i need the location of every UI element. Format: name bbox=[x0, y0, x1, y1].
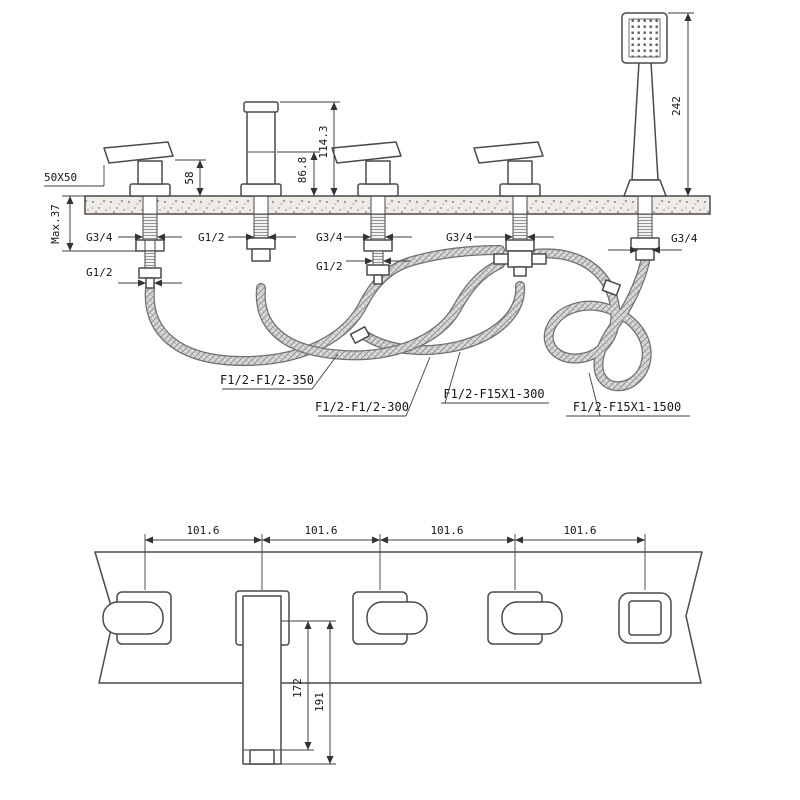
deck-hole-1 bbox=[142, 195, 158, 215]
hose-label-350: F1/2-F1/2-350 bbox=[220, 373, 314, 387]
thread-diverter: G3/4 bbox=[446, 231, 473, 244]
spout-body bbox=[246, 109, 276, 185]
thread-handle2-top: G3/4 bbox=[316, 231, 343, 244]
thread-handle2-bottom: G1/2 bbox=[316, 260, 343, 273]
plan-spout-reach bbox=[242, 595, 282, 765]
mounting-nut-5 bbox=[630, 237, 660, 250]
dim-label-max-37: Max.37 bbox=[49, 204, 62, 244]
spacing-label-4: 101.6 bbox=[563, 524, 596, 537]
plan-lever-1 bbox=[102, 601, 164, 635]
lever-2 bbox=[331, 141, 402, 164]
mounting-nut-4 bbox=[505, 239, 535, 252]
lever-1 bbox=[103, 141, 174, 164]
hose-connector bbox=[601, 279, 621, 297]
shower-holder bbox=[623, 179, 667, 197]
plan-diverter bbox=[487, 591, 563, 645]
thread-shower-holder: G3/4 bbox=[671, 232, 698, 245]
plan-handle-2 bbox=[352, 591, 428, 645]
diverter-handle bbox=[473, 141, 547, 277]
hose-end-fitting bbox=[349, 326, 371, 344]
side-view-dimensions: 50X50 58 86.8 114.3 242 Max.37 bbox=[44, 12, 694, 252]
spacing-label-2: 101.6 bbox=[304, 524, 337, 537]
threaded-shank-1 bbox=[142, 213, 158, 241]
plan-handle-1 bbox=[102, 591, 172, 645]
flex-hoses bbox=[150, 250, 647, 386]
plan-lever-3 bbox=[501, 601, 563, 635]
dim-label-lever: 50X50 bbox=[44, 171, 77, 184]
hose-label-f15x1-300: F1/2-F15X1-300 bbox=[443, 387, 544, 401]
deck-cross-section bbox=[84, 195, 711, 215]
threaded-shank-5 bbox=[637, 213, 653, 239]
mounting-nut-2 bbox=[246, 237, 276, 250]
dim-label-172: 172 bbox=[291, 678, 304, 698]
plan-spacing-dimensions: 101.6 101.6 101.6 101.6 bbox=[144, 524, 646, 590]
thread-spout: G1/2 bbox=[198, 231, 225, 244]
plan-shower-holder bbox=[618, 592, 672, 644]
mounting-nut-1 bbox=[135, 239, 165, 252]
mounting-nut-3 bbox=[363, 239, 393, 252]
plan-spout-dimensions: 172 191 bbox=[281, 620, 336, 765]
threaded-shank-4 bbox=[512, 213, 528, 241]
deck-hole-3 bbox=[370, 195, 386, 215]
spacing-label-1: 101.6 bbox=[186, 524, 219, 537]
plan-spout bbox=[235, 590, 290, 765]
deck-hole-4 bbox=[512, 195, 528, 215]
spacing-label-3: 101.6 bbox=[430, 524, 463, 537]
handle-1 bbox=[103, 141, 174, 289]
hose-f15x1-300 bbox=[366, 286, 520, 350]
diverter-tee bbox=[507, 250, 533, 268]
lever-3 bbox=[473, 141, 544, 164]
hose-callouts: F1/2-F1/2-350 F1/2-F1/2-300 F1/2-F15X1-3… bbox=[220, 351, 690, 417]
hose-label-1500: F1/2-F15X1-1500 bbox=[573, 400, 681, 414]
thread-handle1-top: G3/4 bbox=[86, 231, 113, 244]
hand-shower-handle bbox=[631, 61, 659, 181]
dim-label-86-8: 86.8 bbox=[296, 157, 309, 184]
hose-label-300: F1/2-F1/2-300 bbox=[315, 400, 409, 414]
thread-handle1-bottom: G1/2 bbox=[86, 266, 113, 279]
plan-lever-2 bbox=[366, 601, 428, 635]
threaded-shank-2 bbox=[253, 213, 269, 239]
plan-spout-tip bbox=[249, 749, 275, 765]
dim-label-191: 191 bbox=[313, 692, 326, 712]
spout-top bbox=[243, 101, 279, 113]
dim-label-114-3: 114.3 bbox=[317, 125, 330, 158]
deck-hole-5 bbox=[637, 195, 653, 215]
deck-hole-2 bbox=[253, 195, 269, 215]
spout bbox=[240, 101, 282, 262]
threaded-shank-3 bbox=[370, 213, 386, 241]
thread-callouts: G3/4 G1/2 G1/2 G3/4 G1/2 G3/4 G3/4 bbox=[86, 231, 698, 287]
dim-label-58: 58 bbox=[183, 171, 196, 184]
hand-shower bbox=[621, 12, 668, 261]
dim-label-242: 242 bbox=[670, 96, 683, 116]
spray-face bbox=[628, 18, 661, 58]
